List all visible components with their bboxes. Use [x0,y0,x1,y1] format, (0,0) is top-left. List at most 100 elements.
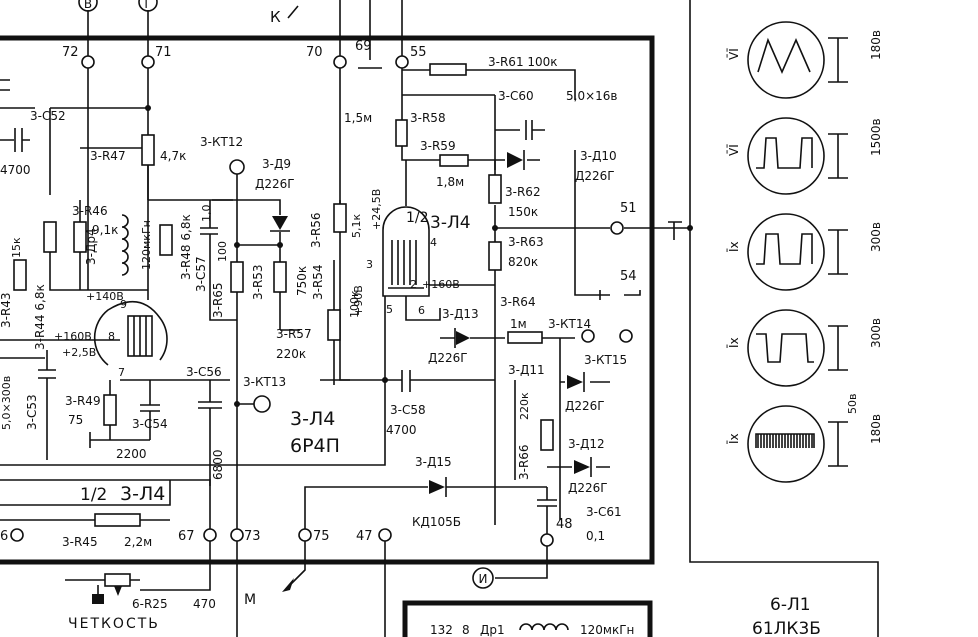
c53-plates [38,350,56,460]
r54-label: 3-R54 [311,264,325,300]
waveform-amplitude: 180в [869,414,883,444]
r65-label: 3-R65 [211,282,225,318]
wire-55 [401,0,576,161]
waveform-sub-amplitude: 50в [846,394,859,414]
d15-label: 3-Д15 [415,455,452,469]
marker-k-line [287,5,299,19]
control-name: ЧЕТКОСТЬ [68,616,160,632]
r53-label: 3-R53 [251,264,265,300]
r46-label: 3-R46 [72,204,108,218]
r25-wiper [114,586,122,596]
r48-label: 3-R48 6,8к [179,214,193,280]
marker-k: К [270,8,281,26]
waveform-amplitude: 300в [869,318,883,348]
r56-label: 3-R56 [309,212,323,248]
node-71-label: 71 [155,45,172,60]
r25-knob [92,594,104,604]
scope-screen [747,21,825,99]
r64-label: 3-R64 [500,295,536,309]
waveform-tag: V̄Ī [727,48,741,60]
wire-69 [358,0,382,69]
v160b-label: +160В [54,330,92,343]
kt15-label: 3-КТ15 [584,353,627,367]
d12-type: Д226Г [568,481,608,495]
lamp6-pin8: 8 [462,623,470,637]
test-point-kt13 [253,395,271,413]
resistor-r65 [230,261,244,293]
diode-d9 [272,216,288,230]
tube-half-a-name: 3-Л4 [430,213,471,233]
r62-value: 150к [508,205,538,219]
resistor-r58 [395,119,408,147]
r49-value: 75 [68,413,83,427]
tube-main-envelope [382,206,430,297]
block-6-frame [402,600,653,637]
c58-label: 3-C58 [390,403,426,417]
c56-plates [198,380,222,530]
r56-value: 5,1к [350,214,363,238]
d10-type: Д226Г [575,169,615,183]
tube-pin3: 3 [366,258,373,271]
wire-d11 [514,380,610,480]
r58-value: 1,5м [344,111,372,125]
node-48 [540,533,554,547]
r66-label: 3-R66 [517,444,531,480]
tube-pin4: 4 [430,236,437,249]
r47-value: 4,7к [160,149,186,163]
r47-label: 3-R47 [90,149,126,163]
node-kt15 [619,329,633,343]
tube-pin6: 6 [418,304,425,317]
r25-label: 6-R25 [132,597,168,611]
node-71 [141,55,155,69]
resistor-r61 [429,63,467,76]
node-73-label: 73 [244,529,261,544]
waveform-trace [756,333,814,363]
r62-label: 3-R62 [505,185,541,199]
waveform-trace [757,37,811,74]
tube-v90: +90В [352,285,365,316]
node-69-label: 69 [355,39,372,54]
junction-r47 [145,105,151,111]
wire-scope-feed [668,221,682,240]
r61-label: 3-R61 100к [488,55,558,69]
node-47 [378,528,392,542]
test-point-kt14 [581,329,595,343]
node-70-label: 70 [306,45,323,60]
tube-type: 6Р4П [290,435,340,457]
c52-plates [0,128,30,152]
kt12-label: 3-КТ12 [200,135,243,149]
amplitude-marker [828,133,848,179]
lamp6-type: 61ЛК3Б [752,619,821,637]
tube-v24: +24,5В [370,189,383,230]
d10-label: 3-Д10 [580,149,617,163]
r57-value: 220к [276,347,306,361]
tube-half-b-name: 3-Л4 [120,483,165,505]
wire-tube-main [0,160,495,466]
d11-type: Д226Г [565,399,605,413]
node-73 [230,528,244,542]
node-55-label: 55 [410,45,427,60]
c60-value: 5,0×16в [566,89,617,103]
waveform-tag: Īх [727,241,741,252]
dr4-label: 3-Др4 [84,228,98,265]
diode-d11 [567,375,583,389]
node-67 [203,528,217,542]
scope-screen [747,405,825,483]
tube-pin8: 8 [108,330,115,343]
d9-label: 3-Д9 [262,157,291,171]
dr1-value: 120мкГн [580,623,634,637]
arrow-m [282,578,294,592]
node-75-label: 75 [313,529,330,544]
resistor-r49 [103,394,117,426]
dr1-label: Др1 [480,623,505,637]
tube-main-grids [388,240,424,289]
resistor-r59 [439,154,469,167]
waveform-trace [756,233,813,265]
wire-r46 [49,200,148,291]
tube-pin5: 5 [386,303,393,316]
r44-label: 3-R44 6,8к [33,284,47,350]
r63-label: 3-R63 [508,235,544,249]
d11-label: 3-Д11 [508,363,545,377]
node-70 [333,55,347,69]
